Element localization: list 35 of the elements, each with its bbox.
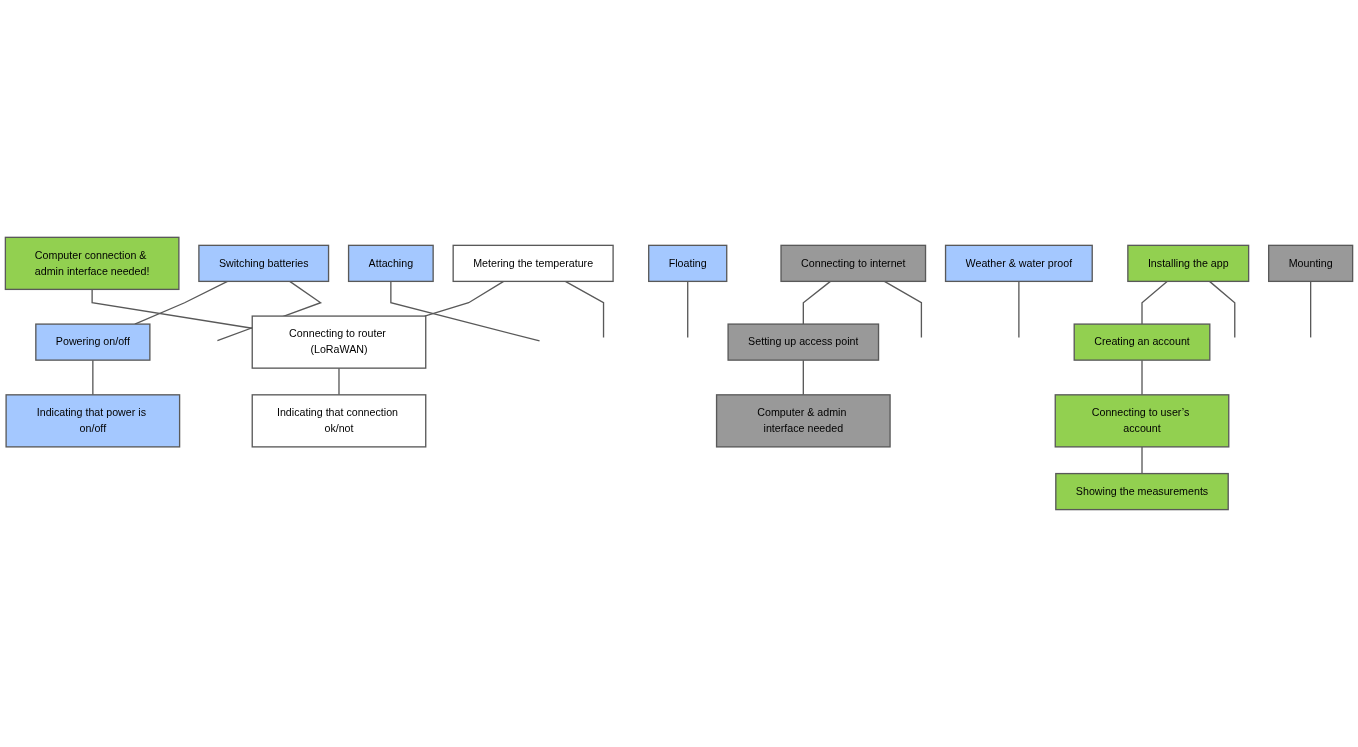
connector (1310, 280, 1312, 339)
node-box: Indicating that power is on/off (5, 394, 181, 448)
node-box: Connecting to user’s account (1054, 394, 1230, 448)
connector (1208, 280, 1236, 339)
connector (338, 367, 340, 396)
connector (1018, 280, 1020, 339)
connector (564, 280, 605, 339)
node-box: Attaching (347, 244, 434, 283)
node-box: Mounting (1268, 244, 1354, 283)
connector (92, 359, 94, 396)
connector (1141, 446, 1143, 475)
node-box: Connecting to router (LoRaWAN) (251, 315, 427, 369)
node-box: Floating (648, 244, 728, 283)
node-box: Powering on/off (35, 323, 151, 361)
connector (91, 288, 253, 329)
node-box: Computer & admin interface needed (715, 394, 891, 448)
connector (1141, 359, 1143, 396)
connector (802, 280, 832, 325)
connector (802, 359, 804, 396)
node-box: Computer connection & admin interface needed! (4, 236, 180, 291)
node-box: Weather & water proof (944, 244, 1093, 283)
node-box: Indicating that connection ok/not (251, 394, 427, 448)
node-box: Installing the app (1127, 244, 1250, 283)
node-box: Setting up access point (727, 323, 880, 361)
connector (134, 280, 229, 325)
connector (1141, 280, 1168, 325)
connector (883, 280, 923, 339)
node-box: Switching batteries (198, 244, 330, 283)
connector (424, 280, 505, 317)
node-box: Creating an account (1073, 323, 1211, 361)
node-box: Showing the measurements (1055, 472, 1229, 511)
node-box: Metering the temperature (452, 244, 614, 283)
node-box: Connecting to internet (780, 244, 927, 283)
connector (687, 280, 689, 339)
connector (390, 280, 541, 342)
